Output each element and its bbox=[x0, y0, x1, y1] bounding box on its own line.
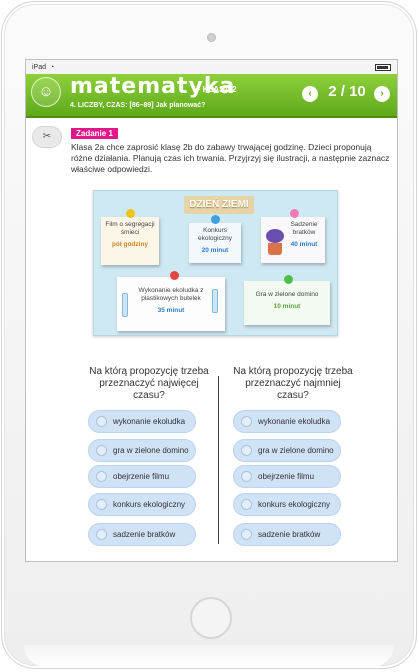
answer-option[interactable]: wykonanie ekoludka bbox=[88, 410, 196, 433]
answer-option[interactable]: sadzenie bratków bbox=[88, 523, 196, 546]
radio-icon[interactable] bbox=[96, 529, 107, 540]
card-sadzenie: Sadzenie bratków 40 minut bbox=[261, 217, 325, 263]
answer-option[interactable]: sadzenie bratków bbox=[233, 523, 341, 546]
radio-icon[interactable] bbox=[96, 416, 107, 427]
radio-icon[interactable] bbox=[241, 499, 252, 510]
answer-option[interactable]: gra w zielone domino bbox=[233, 439, 341, 462]
card-label: Wykonanie ekoludka z plastikowych butele… bbox=[138, 287, 204, 302]
answer-option[interactable]: obejrzenie filmu bbox=[233, 465, 341, 488]
card-label: Sadzenie bratków bbox=[290, 221, 318, 236]
screen: iPad ◔ ☺ matematyka – KLASA 2 4. LICZBY,… bbox=[25, 59, 398, 562]
radio-icon[interactable] bbox=[241, 416, 252, 427]
radio-icon[interactable] bbox=[96, 471, 107, 482]
task-badge: Zadanie 1 bbox=[71, 128, 118, 139]
answer-option[interactable]: wykonanie ekoludka bbox=[233, 410, 341, 433]
card-duration: 35 minut bbox=[157, 307, 185, 314]
question-most-time: Na którą propozycję trzeba przeznaczyć n… bbox=[89, 366, 209, 401]
column-divider bbox=[218, 376, 219, 544]
next-page-button[interactable]: › bbox=[374, 86, 390, 102]
task-instructions: Klasa 2a chce zaprosić klasę 2b do zabaw… bbox=[71, 142, 390, 174]
wifi-icon: ◔ bbox=[50, 63, 55, 71]
banner-title: DZIEŃ ZIEMI bbox=[184, 196, 254, 214]
page-counter: 2 / 10 bbox=[328, 83, 366, 100]
radio-icon[interactable] bbox=[241, 471, 252, 482]
card-duration: 20 minut bbox=[201, 247, 229, 254]
card-duration: pół godziny bbox=[111, 241, 149, 248]
pin-icon bbox=[170, 271, 179, 280]
pin-icon bbox=[126, 209, 135, 218]
illustration-board: DZIEŃ ZIEMI Film o segregacji śmieci pół… bbox=[93, 190, 338, 336]
radio-icon[interactable] bbox=[241, 529, 252, 540]
card-film: Film o segregacji śmieci pół godziny bbox=[101, 217, 159, 265]
radio-icon[interactable] bbox=[241, 445, 252, 456]
tablet-reflection bbox=[24, 645, 394, 667]
previous-page-button[interactable]: ‹ bbox=[302, 86, 318, 102]
home-button[interactable] bbox=[190, 597, 232, 639]
pin-icon bbox=[211, 215, 220, 224]
bottle-icon bbox=[122, 293, 128, 317]
logo-icon: ☺ bbox=[31, 77, 61, 107]
battery-icon bbox=[375, 63, 391, 71]
answer-option[interactable]: gra w zielone domino bbox=[88, 439, 196, 462]
class-label: – KLASA 2 bbox=[196, 85, 237, 94]
card-gra: Gra w zielone domino 10 minut bbox=[244, 281, 330, 325]
question-least-time: Na którą propozycję trzeba przeznaczyć n… bbox=[233, 366, 353, 401]
app-header: ☺ matematyka – KLASA 2 4. LICZBY, CZAS: … bbox=[26, 74, 397, 118]
flowerpot-icon bbox=[268, 243, 282, 255]
status-bar: iPad ◔ bbox=[26, 60, 397, 74]
tools-icon[interactable]: ✂ bbox=[32, 126, 62, 148]
answer-option[interactable]: konkurs ekologiczny bbox=[233, 493, 341, 516]
chapter-subtitle: 4. LICZBY, CZAS: [86–89] Jak planować? bbox=[70, 102, 206, 109]
card-duration: 40 minut bbox=[290, 241, 318, 248]
card-konkurs: Konkurs ekologiczny 20 minut bbox=[189, 223, 241, 263]
card-duration: 10 minut bbox=[273, 303, 301, 310]
app-title: matematyka bbox=[70, 74, 236, 99]
answer-option[interactable]: konkurs ekologiczny bbox=[88, 493, 196, 516]
pansy-icon bbox=[266, 229, 284, 243]
card-label: Gra w zielone domino bbox=[255, 291, 319, 298]
pin-icon bbox=[290, 209, 299, 218]
card-label: Film o segregacji śmieci bbox=[105, 221, 155, 236]
answer-option[interactable]: obejrzenie filmu bbox=[88, 465, 196, 488]
card-wykonanie: Wykonanie ekoludka z plastikowych butele… bbox=[117, 277, 225, 331]
radio-icon[interactable] bbox=[96, 499, 107, 510]
device-label: iPad bbox=[32, 63, 47, 71]
pin-icon bbox=[284, 275, 293, 284]
camera-icon bbox=[207, 33, 216, 42]
bottle-icon bbox=[212, 289, 218, 313]
radio-icon[interactable] bbox=[96, 445, 107, 456]
card-label: Konkurs ekologiczny bbox=[198, 227, 232, 242]
